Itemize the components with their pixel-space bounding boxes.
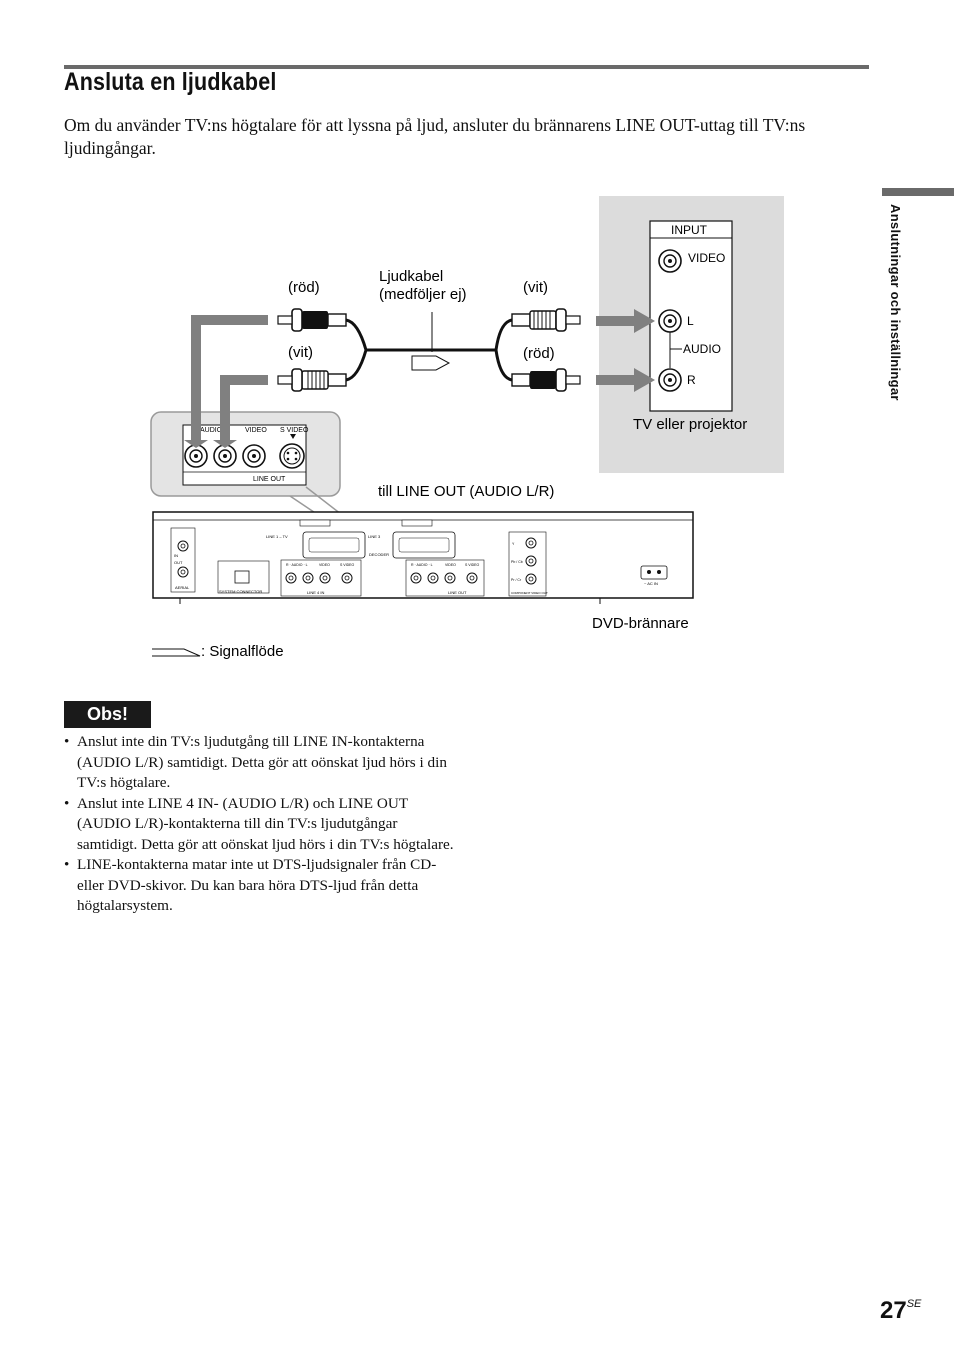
- intro-paragraph: Om du använder TV:ns högtalare för att l…: [64, 115, 806, 158]
- note-item: Anslut inte LINE 4 IN- (AUDIO L/R) och L…: [64, 794, 459, 856]
- svg-text:Y: Y: [512, 542, 515, 546]
- section-tab-label: Anslutningar och inställningar: [888, 204, 903, 401]
- svg-text:LINE 1 – TV: LINE 1 – TV: [266, 534, 288, 539]
- svg-text:DECODER: DECODER: [369, 552, 389, 557]
- red-plug-right: [511, 368, 581, 392]
- note-item: LINE-kontakterna matar inte ut DTS-ljuds…: [64, 855, 459, 917]
- dvd-recorder-rear: IN OUT AERIAL SYSTEM CONNECTOR LINE 1 – …: [152, 511, 694, 604]
- label-white-top: (vit): [523, 279, 548, 296]
- zoom-audio-r-jack: [184, 444, 208, 468]
- svg-text:Pr / Cr: Pr / Cr: [511, 578, 522, 582]
- till-line-out-label: till LINE OUT (AUDIO L/R): [378, 483, 554, 500]
- page-number: 27SE: [880, 1297, 921, 1325]
- signal-flow-arrow: [411, 355, 451, 371]
- svg-text:LINE 4 IN: LINE 4 IN: [307, 590, 324, 595]
- label-white-bottom: (vit): [288, 344, 313, 361]
- svg-text:R · AUDIO · L: R · AUDIO · L: [286, 563, 308, 567]
- page-number-suffix: SE: [906, 1298, 922, 1310]
- tv-audio-l-jack: [658, 309, 682, 333]
- tv-video-jack: [658, 249, 682, 273]
- svg-text:OUT: OUT: [174, 560, 183, 565]
- page-title: Ansluta en ljudkabel: [64, 68, 277, 96]
- zoom-video-label: VIDEO: [245, 427, 267, 434]
- svg-text:SYSTEM CONNECTOR: SYSTEM CONNECTOR: [219, 589, 262, 594]
- dvd-caption: DVD-brännare: [592, 615, 689, 632]
- signal-paths-to-dvd: [184, 315, 268, 448]
- svg-text:S VIDEO: S VIDEO: [465, 563, 479, 567]
- cable-label-line1: Ljudkabel: [379, 268, 443, 285]
- label-red-bottom: (röd): [523, 345, 555, 362]
- tv-r-label: R: [687, 373, 696, 387]
- svg-text:Pb / Cb: Pb / Cb: [511, 560, 523, 564]
- svg-text:S VIDEO: S VIDEO: [340, 563, 354, 567]
- svg-text:LINE OUT: LINE OUT: [448, 590, 467, 595]
- svg-text:LINE 3: LINE 3: [368, 534, 381, 539]
- white-plug-right: [511, 308, 581, 332]
- zoom-video-jack: [242, 444, 266, 468]
- svg-text:IN: IN: [174, 553, 178, 558]
- note-item: Anslut inte din TV:s ljudutgång till LIN…: [64, 732, 459, 794]
- cable-label-line2: (medföljer ej): [379, 286, 467, 303]
- tv-audio-r-jack: [658, 368, 682, 392]
- svg-text:VIDEO: VIDEO: [445, 563, 456, 567]
- top-rule: [64, 65, 869, 69]
- tv-audio-label: AUDIO: [683, 342, 721, 356]
- svg-text:R · AUDIO · L: R · AUDIO · L: [411, 563, 433, 567]
- sidebar-rule: [882, 188, 954, 196]
- zoom-svideo-label: S VIDEO: [280, 427, 309, 434]
- tv-l-label: L: [687, 314, 694, 328]
- label-red-top: (röd): [288, 279, 320, 296]
- zoom-audio-l-jack: [213, 444, 237, 468]
- zoom-audio-label: AUDIO: [200, 427, 223, 434]
- white-plug-left: [277, 368, 347, 392]
- svg-text:VIDEO: VIDEO: [319, 563, 330, 567]
- signal-flow-legend-icon: [152, 648, 201, 657]
- obs-label: Obs!: [64, 701, 151, 728]
- zoom-lineout-label: LINE OUT: [253, 476, 286, 483]
- connection-diagram: INPUT VIDEO L AUDIO R TV eller projektor…: [150, 196, 784, 660]
- tv-input-label: INPUT: [671, 223, 708, 237]
- zoom-svideo-jack: [279, 443, 305, 469]
- svg-text:COMPONENT VIDEO OUT: COMPONENT VIDEO OUT: [511, 591, 548, 595]
- red-plug-left: [277, 308, 347, 332]
- tv-caption: TV eller projektor: [633, 416, 747, 433]
- notes-list: Anslut inte din TV:s ljudutgång till LIN…: [64, 732, 459, 917]
- signal-arrows-to-tv: [596, 309, 655, 392]
- page-number-value: 27: [880, 1297, 907, 1324]
- signal-flow-legend: : Signalflöde: [201, 643, 284, 660]
- svg-text:AERIAL: AERIAL: [175, 585, 190, 590]
- svg-text:~ AC IN: ~ AC IN: [644, 581, 658, 586]
- tv-video-label: VIDEO: [688, 251, 725, 265]
- audio-cable: [345, 318, 513, 382]
